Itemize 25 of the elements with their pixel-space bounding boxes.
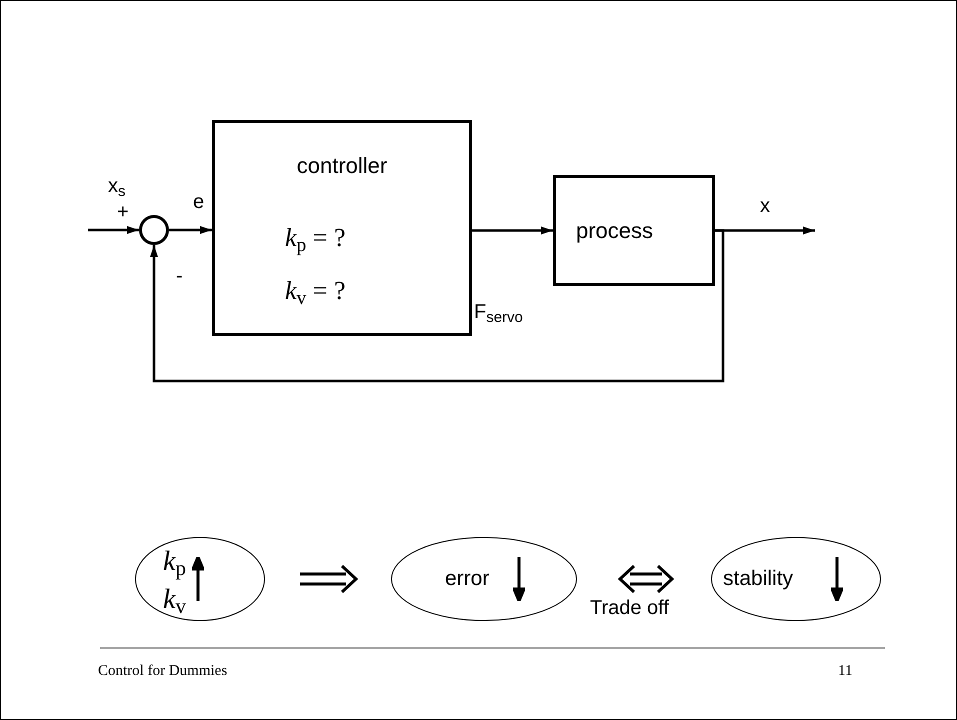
node-text: k$_{p}$ = ? [285,222,346,257]
ellipse-node [711,537,881,621]
node-text: k$_{p}$ [163,545,186,582]
sign-label: + [117,202,129,222]
arrow [150,229,724,382]
node-text: k$_{v}$ [163,583,186,620]
ellipse-node [391,537,577,621]
arrow [472,226,553,234]
node-text: error [445,566,490,592]
process-block [553,175,715,286]
arrow [88,226,139,234]
double-arrow [618,564,674,594]
edge-label: F$_{servo}$ [474,302,523,322]
node-text: stability [723,566,794,592]
block-label: controller [296,152,388,180]
arrow [169,226,212,234]
double-arrow [298,564,358,594]
block-label: process [576,217,654,245]
controller-block [212,120,472,336]
summing-junction [139,215,169,245]
page-number: 11 [838,664,852,679]
ellipse-node [135,537,265,621]
node-text: k$_{v}$ = ? [285,275,346,310]
footer-title: Control for Dummies [98,664,228,679]
sign-label: - [176,266,183,286]
